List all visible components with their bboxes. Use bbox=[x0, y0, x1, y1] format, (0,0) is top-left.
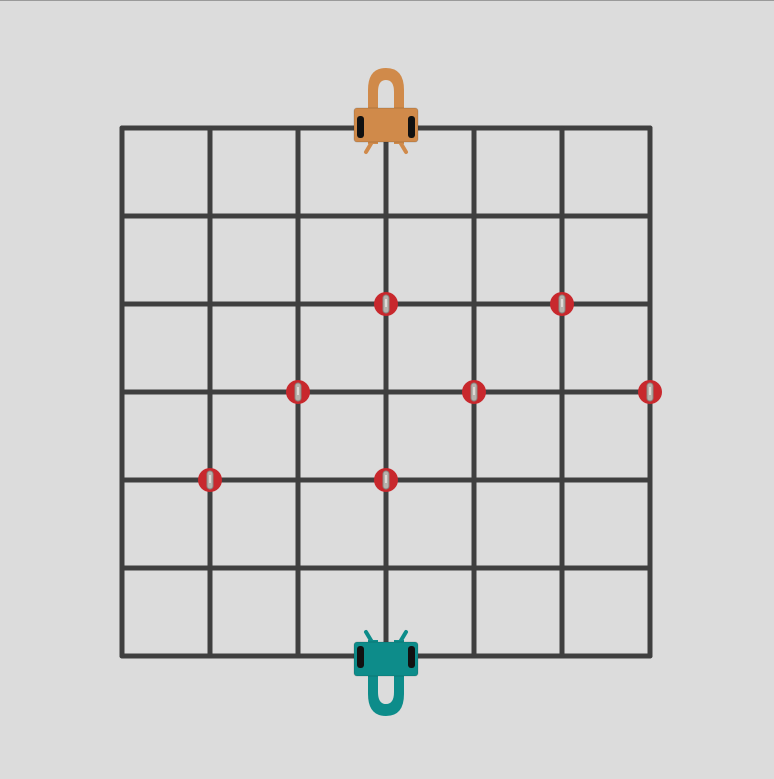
peg-marker-icon[interactable] bbox=[550, 292, 574, 316]
player-orange-piece[interactable] bbox=[353, 68, 419, 154]
grid-lines bbox=[119, 125, 653, 659]
peg-marker-icon[interactable] bbox=[198, 468, 222, 492]
peg-marker-icon[interactable] bbox=[286, 380, 310, 404]
wheel-icon bbox=[357, 646, 364, 668]
wheel-icon bbox=[408, 646, 415, 668]
wheel-icon bbox=[357, 116, 364, 138]
top-edge-line bbox=[0, 0, 774, 1]
player-teal-piece[interactable] bbox=[353, 630, 419, 716]
peg-marker-icon[interactable] bbox=[374, 292, 398, 316]
wheel-icon bbox=[408, 116, 415, 138]
peg-marker-icon[interactable] bbox=[638, 380, 662, 404]
peg-marker-icon[interactable] bbox=[462, 380, 486, 404]
player-pieces bbox=[353, 68, 419, 716]
peg-markers bbox=[198, 292, 662, 492]
peg-marker-icon[interactable] bbox=[374, 468, 398, 492]
